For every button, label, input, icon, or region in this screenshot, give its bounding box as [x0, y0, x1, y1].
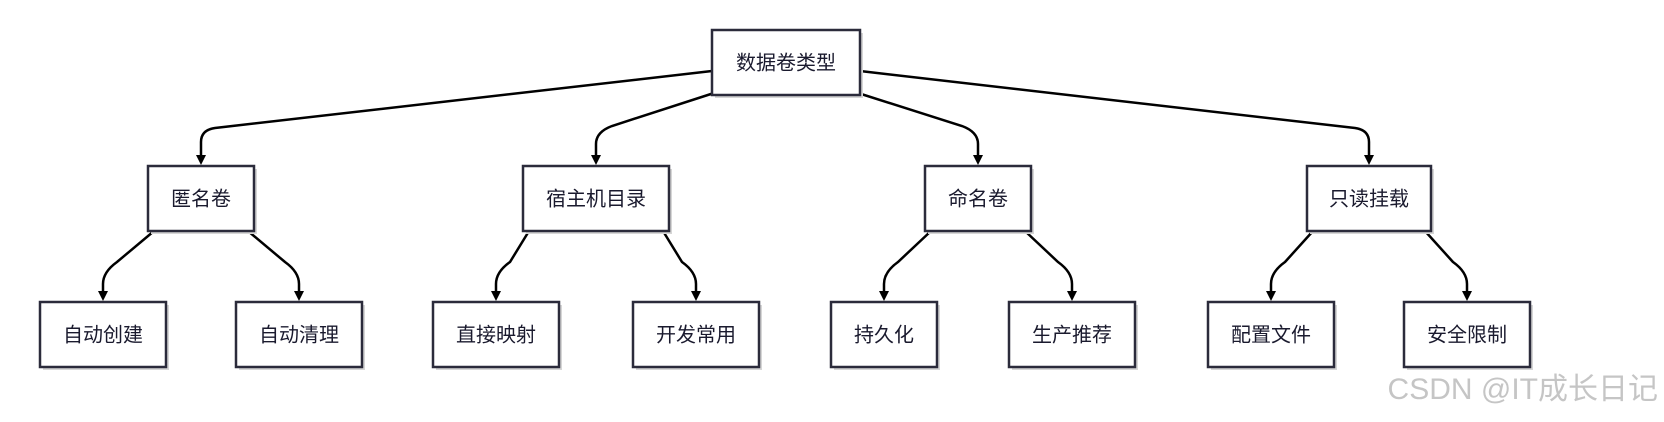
leaf-node-1-1-label: 自动创建: [63, 323, 143, 347]
category-node-2-box: [521, 164, 671, 233]
root-node-box: [710, 28, 862, 97]
edge-category-4-to-leaf-2: [1424, 230, 1472, 301]
leaf-node-4-2-box: [1402, 300, 1532, 369]
category-node-3: 命名卷: [923, 164, 1034, 234]
leaf-node-2-1-box: [431, 300, 561, 369]
category-node-4-label: 只读挂载: [1329, 187, 1409, 211]
edges-layer: [98, 69, 1472, 301]
leaf-node-1-1-box: [38, 300, 168, 369]
leaf-node-2-1-label: 直接映射: [456, 323, 536, 347]
category-node-3-label: 命名卷: [948, 187, 1008, 211]
edge-category-3-to-leaf-2: [1024, 230, 1077, 301]
leaf-node-3-2: 生产推荐: [1007, 300, 1138, 370]
edge-category-1-to-leaf-2: [247, 230, 304, 301]
category-node-2-label: 宿主机目录: [546, 187, 646, 211]
root-node-label: 数据卷类型: [736, 51, 836, 75]
leaf-node-1-2-label: 自动清理: [259, 323, 339, 347]
edge-category-3-to-leaf-1: [879, 230, 932, 301]
edge-root-to-category-1: [196, 69, 713, 165]
leaf-node-4-1-box: [1206, 300, 1336, 369]
root-node: 数据卷类型: [710, 28, 863, 98]
leaf-node-3-2-box: [1007, 300, 1137, 369]
category-node-4: 只读挂载: [1305, 164, 1434, 234]
edge-category-2-to-leaf-1: [491, 230, 531, 301]
leaf-node-4-2-label: 安全限制: [1427, 323, 1507, 347]
edge-category-1-to-leaf-1: [98, 230, 155, 301]
leaf-node-2-2-box: [631, 300, 761, 369]
leaf-node-3-1-box: [829, 300, 939, 369]
leaf-node-3-2-label: 生产推荐: [1032, 323, 1112, 347]
leaf-node-4-2: 安全限制: [1402, 300, 1533, 370]
edge-category-2-to-leaf-2: [661, 230, 701, 301]
category-node-1-label: 匿名卷: [171, 187, 231, 211]
leaf-node-1-2: 自动清理: [234, 300, 365, 370]
category-node-2: 宿主机目录: [521, 164, 672, 234]
edge-root-to-category-3: [857, 91, 983, 165]
category-node-1: 匿名卷: [146, 164, 257, 234]
edge-root-to-category-2: [591, 91, 715, 165]
category-node-1-box: [146, 164, 256, 233]
edge-root-to-category-4: [859, 69, 1374, 165]
category-node-3-box: [923, 164, 1033, 233]
leaf-node-3-1-label: 持久化: [854, 323, 914, 347]
leaf-node-2-2: 开发常用: [631, 300, 762, 370]
leaf-node-3-1: 持久化: [829, 300, 940, 370]
leaf-node-1-1: 自动创建: [38, 300, 169, 370]
leaf-node-2-2-label: 开发常用: [656, 323, 736, 347]
edge-category-4-to-leaf-1: [1266, 230, 1314, 301]
csdn-watermark: CSDN @IT成长日记: [1387, 373, 1658, 406]
leaf-node-2-1: 直接映射: [431, 300, 562, 370]
leaf-node-1-2-box: [234, 300, 364, 369]
category-node-4-box: [1305, 164, 1433, 233]
leaf-node-4-1: 配置文件: [1206, 300, 1337, 370]
leaf-node-4-1-label: 配置文件: [1231, 323, 1311, 347]
